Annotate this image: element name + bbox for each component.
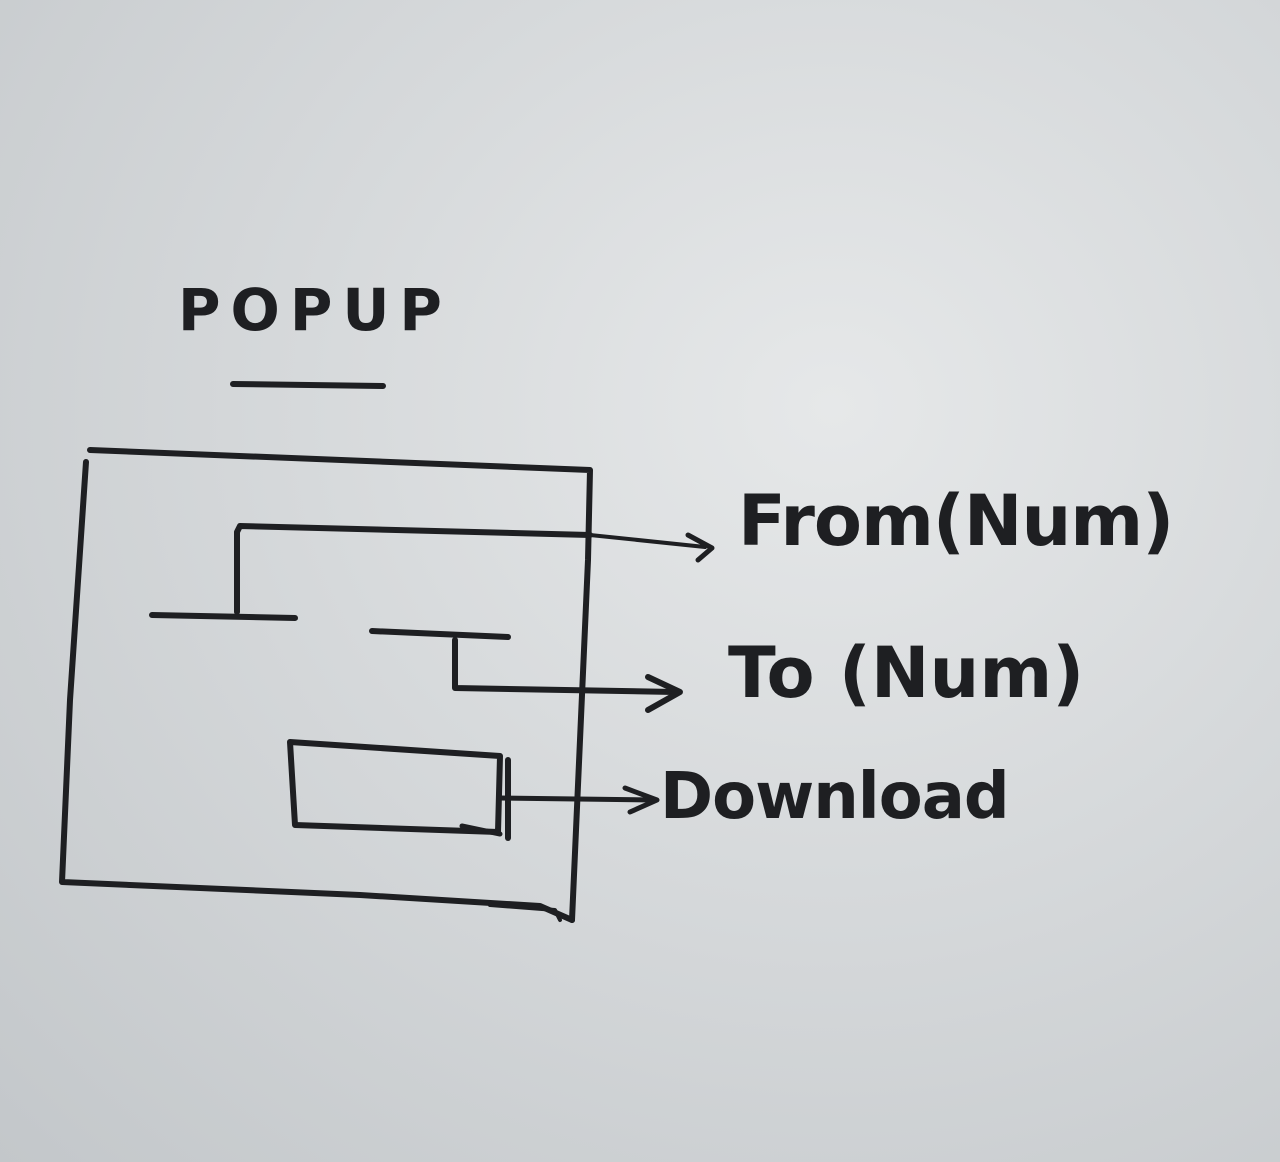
from-arrow-line xyxy=(588,533,707,549)
from-input-line xyxy=(149,612,298,621)
download-arrow-line xyxy=(497,795,658,803)
from-label: From(Num) xyxy=(738,480,1174,562)
to-connector xyxy=(452,637,678,695)
popup-title: POPUP xyxy=(178,276,452,344)
popup-frame xyxy=(87,447,593,923)
download-button-box xyxy=(287,739,503,835)
to-arrow-head-icon xyxy=(645,674,683,713)
download-label: Download xyxy=(660,760,1010,834)
frame-corner-stroke xyxy=(488,903,562,922)
title-underline xyxy=(230,381,386,389)
from-arrow-head-icon xyxy=(685,532,715,563)
from-connector xyxy=(234,523,593,615)
download-arrow-head-icon xyxy=(622,785,660,815)
to-input-line xyxy=(369,628,511,640)
download-box-stroke xyxy=(459,823,503,837)
to-label: To (Num) xyxy=(728,632,1085,714)
